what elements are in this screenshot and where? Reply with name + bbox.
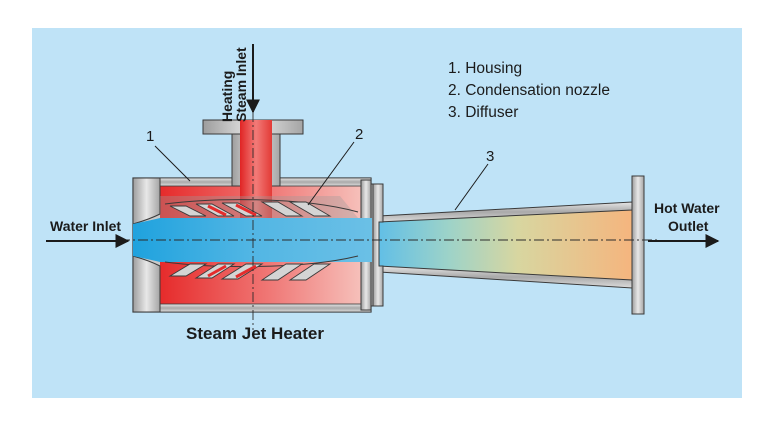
water-inlet-label: Water Inlet (50, 218, 122, 234)
legend-item-condensation-nozzle: 2. Condensation nozzle (448, 82, 611, 99)
callout-1: 1 (146, 128, 155, 145)
callout-3-leader (454, 163, 489, 211)
diagram-title: Steam Jet Heater (186, 324, 324, 343)
diffuser (372, 175, 645, 315)
legend-item-diffuser: 3. Diffuser (448, 104, 519, 121)
steam-inlet-label-line2: Steam Inlet (233, 47, 249, 122)
hot-water-label-line1: Hot Water (654, 200, 720, 216)
hot-water-label-line2: Outlet (668, 218, 709, 234)
legend-item-housing: 1. Housing (448, 60, 523, 77)
steam-inlet-label-line1: Heating (219, 71, 235, 122)
callout-1-leader (154, 145, 191, 182)
condensation-nozzle (160, 196, 359, 281)
callout-2: 2 (355, 126, 364, 143)
callout-3: 3 (486, 148, 495, 165)
callout-2-leader (307, 141, 355, 206)
